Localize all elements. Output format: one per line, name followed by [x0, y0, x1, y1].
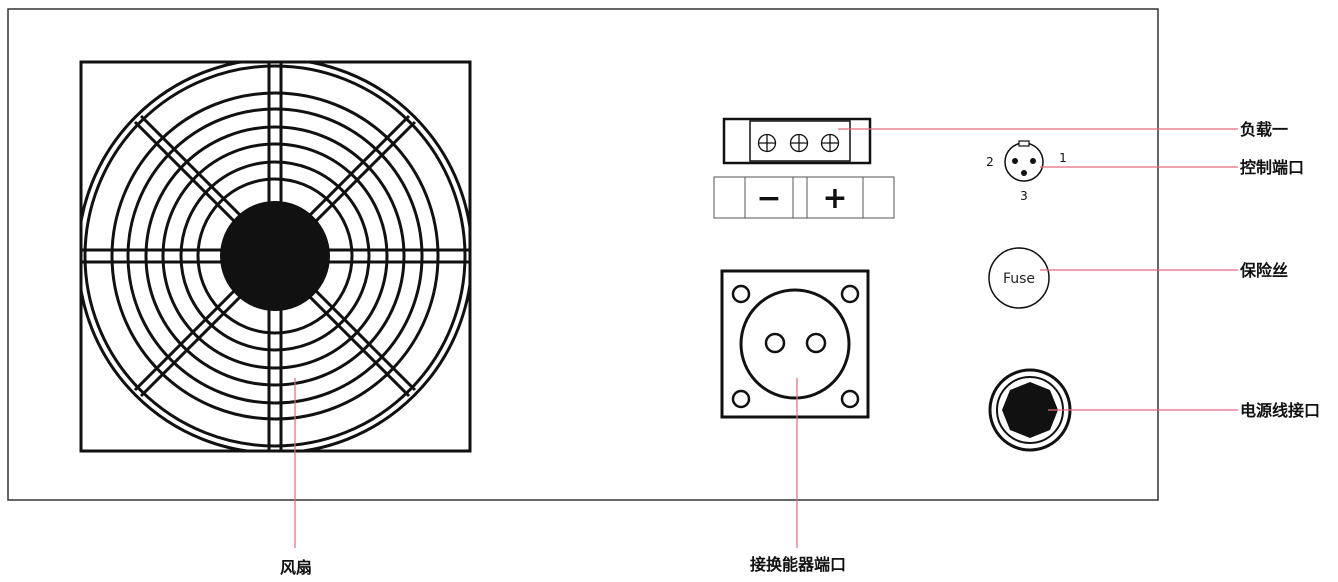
fan-hub: [220, 201, 330, 311]
minus-symbol: −: [756, 181, 781, 216]
fuse-text: Fuse: [1003, 271, 1035, 287]
plus-symbol: +: [822, 181, 847, 216]
label-load-one: 负载一: [1240, 120, 1288, 139]
control-pin-3: 3: [1020, 189, 1028, 203]
fuse-holder: Fuse: [988, 247, 1050, 309]
load-terminal-block: [722, 117, 872, 165]
control-port: 2 1 3: [986, 140, 1067, 203]
label-fuse: 保险丝: [1239, 261, 1288, 280]
label-fan: 风扇: [280, 558, 312, 577]
polarity-strip: − +: [713, 176, 895, 219]
transducer-connector: [720, 269, 870, 419]
power-inlet: [988, 368, 1072, 452]
label-power-port: 电源线接口: [1240, 401, 1320, 420]
leader-lines: [294, 128, 1238, 548]
control-pin-2: 2: [986, 155, 994, 169]
fan: [79, 60, 472, 453]
label-control-port: 控制端口: [1240, 158, 1304, 177]
label-transducer-port: 接换能器端口: [750, 555, 846, 574]
control-pin-1: 1: [1059, 151, 1067, 165]
